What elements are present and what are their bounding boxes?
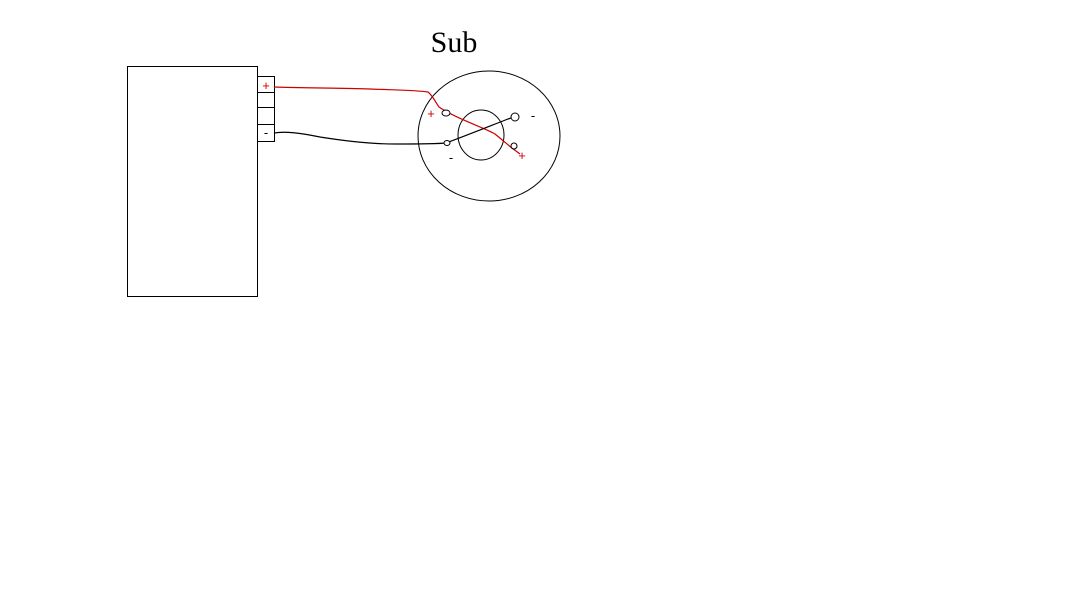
- sub-right-minus-mark: -: [531, 108, 535, 123]
- subwoofer-inner-circle: [457, 109, 505, 161]
- amplifier-box: [127, 66, 258, 297]
- sub-terminal-right-top: [510, 112, 520, 122]
- sub-right-plus-mark: +: [518, 148, 526, 163]
- negative-wire: [273, 116, 515, 145]
- terminal-positive-mark: +: [262, 78, 270, 93]
- terminal-negative-mark: -: [264, 125, 268, 140]
- amplifier-terminals: + -: [257, 76, 275, 142]
- positive-wire: [273, 86, 521, 155]
- sub-left-minus-mark: -: [449, 150, 453, 165]
- diagram-title: Sub: [431, 26, 478, 59]
- sub-terminal-right-bottom: [510, 142, 518, 150]
- sub-left-plus-mark: +: [427, 106, 435, 121]
- subwoofer-outer-circle: [417, 70, 561, 202]
- terminal-empty-2: [257, 107, 275, 125]
- sub-terminal-left-top: [441, 109, 451, 117]
- terminal-empty-1: [257, 92, 275, 108]
- sub-terminal-left-bottom: [443, 140, 451, 146]
